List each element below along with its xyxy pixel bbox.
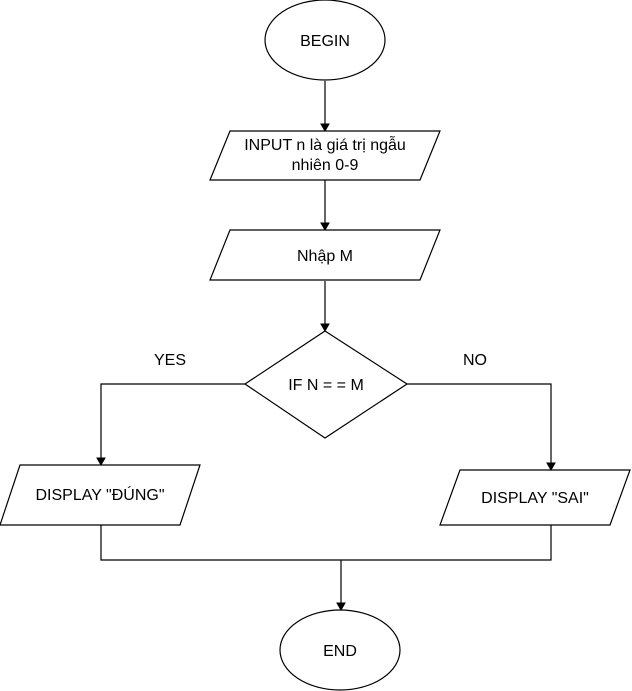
yes-label: YES [154, 352, 186, 369]
arrowhead-display-sai [546, 462, 556, 472]
display-sai-parallelogram [439, 469, 631, 526]
decision-diamond [243, 330, 409, 439]
begin-ellipse [264, 0, 386, 81]
decision-label: IF N = = M [288, 377, 364, 394]
display-dung-parallelogram [0, 464, 201, 526]
arrowhead-display-dung [96, 457, 106, 467]
input-label-line1: INPUT n là giá trị ngẫu [244, 135, 406, 154]
arrowhead-input [320, 123, 330, 133]
nhap-parallelogram [209, 229, 441, 281]
decision-node: IF N = = M [243, 330, 409, 439]
edge-no-branch [407, 383, 552, 463]
input-parallelogram [209, 130, 441, 181]
begin-label: BEGIN [300, 33, 350, 50]
nhap-label: Nhập M [297, 248, 353, 265]
edge-yes-branch [100, 383, 245, 458]
input-node: INPUT n là giá trị ngẫu nhiên 0-9 [209, 130, 441, 181]
arrowhead-decision [320, 323, 330, 333]
display-sai-label: DISPLAY "SAI" [481, 490, 589, 507]
no-label: NO [463, 352, 487, 369]
begin-node: BEGIN [264, 0, 386, 81]
end-label: END [323, 643, 357, 660]
nhap-node: Nhập M [209, 229, 441, 281]
arrowhead-end [336, 602, 346, 612]
display-dung-label: DISPLAY "ĐÚNG" [35, 485, 164, 504]
edge-dung-to-merge [100, 525, 341, 561]
end-ellipse [279, 609, 401, 691]
end-node: END [279, 609, 401, 691]
input-label-line2: nhiên 0-9 [292, 157, 359, 174]
display-sai-node: DISPLAY "SAI" [439, 469, 631, 526]
edge-sai-to-merge [341, 525, 552, 561]
arrowhead-nhap [320, 222, 330, 232]
edges [96, 81, 556, 612]
display-dung-node: DISPLAY "ĐÚNG" [0, 464, 201, 526]
